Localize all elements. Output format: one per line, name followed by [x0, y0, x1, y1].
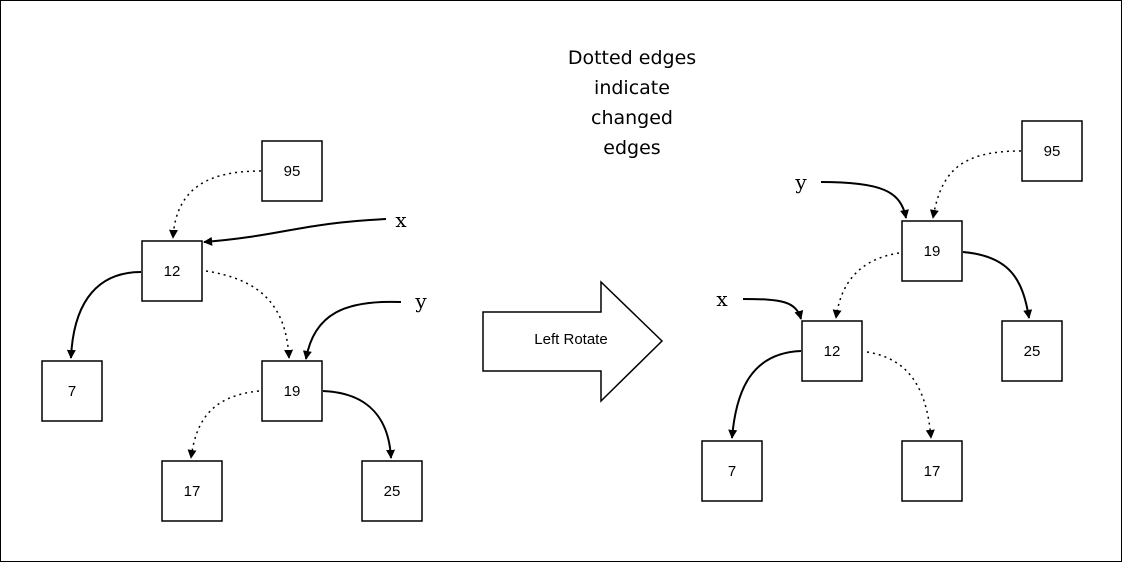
- edge-12-to-19: [205, 270, 294, 359]
- edge-95-to-19: [929, 150, 1022, 219]
- note-line-2: indicate: [594, 77, 670, 99]
- before-node-7: 7: [41, 360, 103, 422]
- after-node-7: 7: [701, 440, 763, 502]
- edge-12-to-17: [866, 351, 935, 439]
- after-node-12-label: 12: [824, 343, 841, 360]
- pointer-y-edge: [302, 300, 402, 360]
- before-pointer-y-label: y: [414, 289, 427, 313]
- after-node-17-label: 17: [924, 463, 941, 480]
- before-node-17-label: 17: [184, 483, 201, 500]
- pointer-x-edge: [203, 218, 387, 246]
- edge-19-to-12: [832, 252, 900, 319]
- pointer-y-edge: [820, 181, 909, 219]
- edge-12-to-7: [66, 271, 142, 359]
- before-node-95-label: 95: [284, 163, 301, 180]
- note-line-3: changed: [591, 107, 673, 129]
- after-tree: [728, 150, 1033, 439]
- left-rotate-arrow: Left Rotate: [482, 280, 664, 403]
- after-node-12: 12: [801, 320, 863, 382]
- after-node-17: 17: [901, 440, 963, 502]
- before-node-12-label: 12: [164, 263, 181, 280]
- before-node-19: 19: [261, 360, 323, 422]
- before-node-19-label: 19: [284, 383, 301, 400]
- before-node-17: 17: [161, 460, 223, 522]
- before-nodes: 95 12 7 19 17 25 x y: [41, 140, 427, 522]
- after-node-19: 19: [901, 220, 963, 282]
- block-arrow-shape: [482, 280, 664, 403]
- after-pointer-x-label: x: [716, 287, 728, 311]
- before-node-25: 25: [361, 460, 423, 522]
- after-nodes: 95 19 12 25 7 17 y x: [701, 120, 1083, 502]
- after-pointer-y-label: y: [794, 170, 807, 194]
- before-node-95: 95: [261, 140, 323, 202]
- after-node-25-label: 25: [1024, 343, 1041, 360]
- note-line-1: Dotted edges: [568, 47, 696, 69]
- edge-95-to-12: [168, 170, 262, 239]
- before-pointer-x-label: x: [395, 208, 407, 232]
- after-node-25: 25: [1001, 320, 1063, 382]
- before-tree: [66, 170, 402, 459]
- edge-19-to-25: [962, 251, 1033, 319]
- edge-19-to-17: [187, 390, 260, 459]
- left-rotate-label: Left Rotate: [534, 331, 607, 348]
- before-node-25-label: 25: [384, 483, 401, 500]
- after-node-95: 95: [1021, 120, 1083, 182]
- legend-note: Dotted edges indicate changed edges: [568, 47, 696, 159]
- before-node-12: 12: [141, 240, 203, 302]
- after-node-95-label: 95: [1044, 143, 1061, 160]
- after-node-19-label: 19: [924, 243, 941, 260]
- after-node-7-label: 7: [728, 463, 736, 480]
- edge-19-to-25: [322, 390, 396, 459]
- pointer-x-edge: [742, 298, 804, 320]
- edge-12-to-7: [728, 350, 802, 439]
- before-node-7-label: 7: [68, 383, 76, 400]
- note-line-4: edges: [603, 137, 660, 159]
